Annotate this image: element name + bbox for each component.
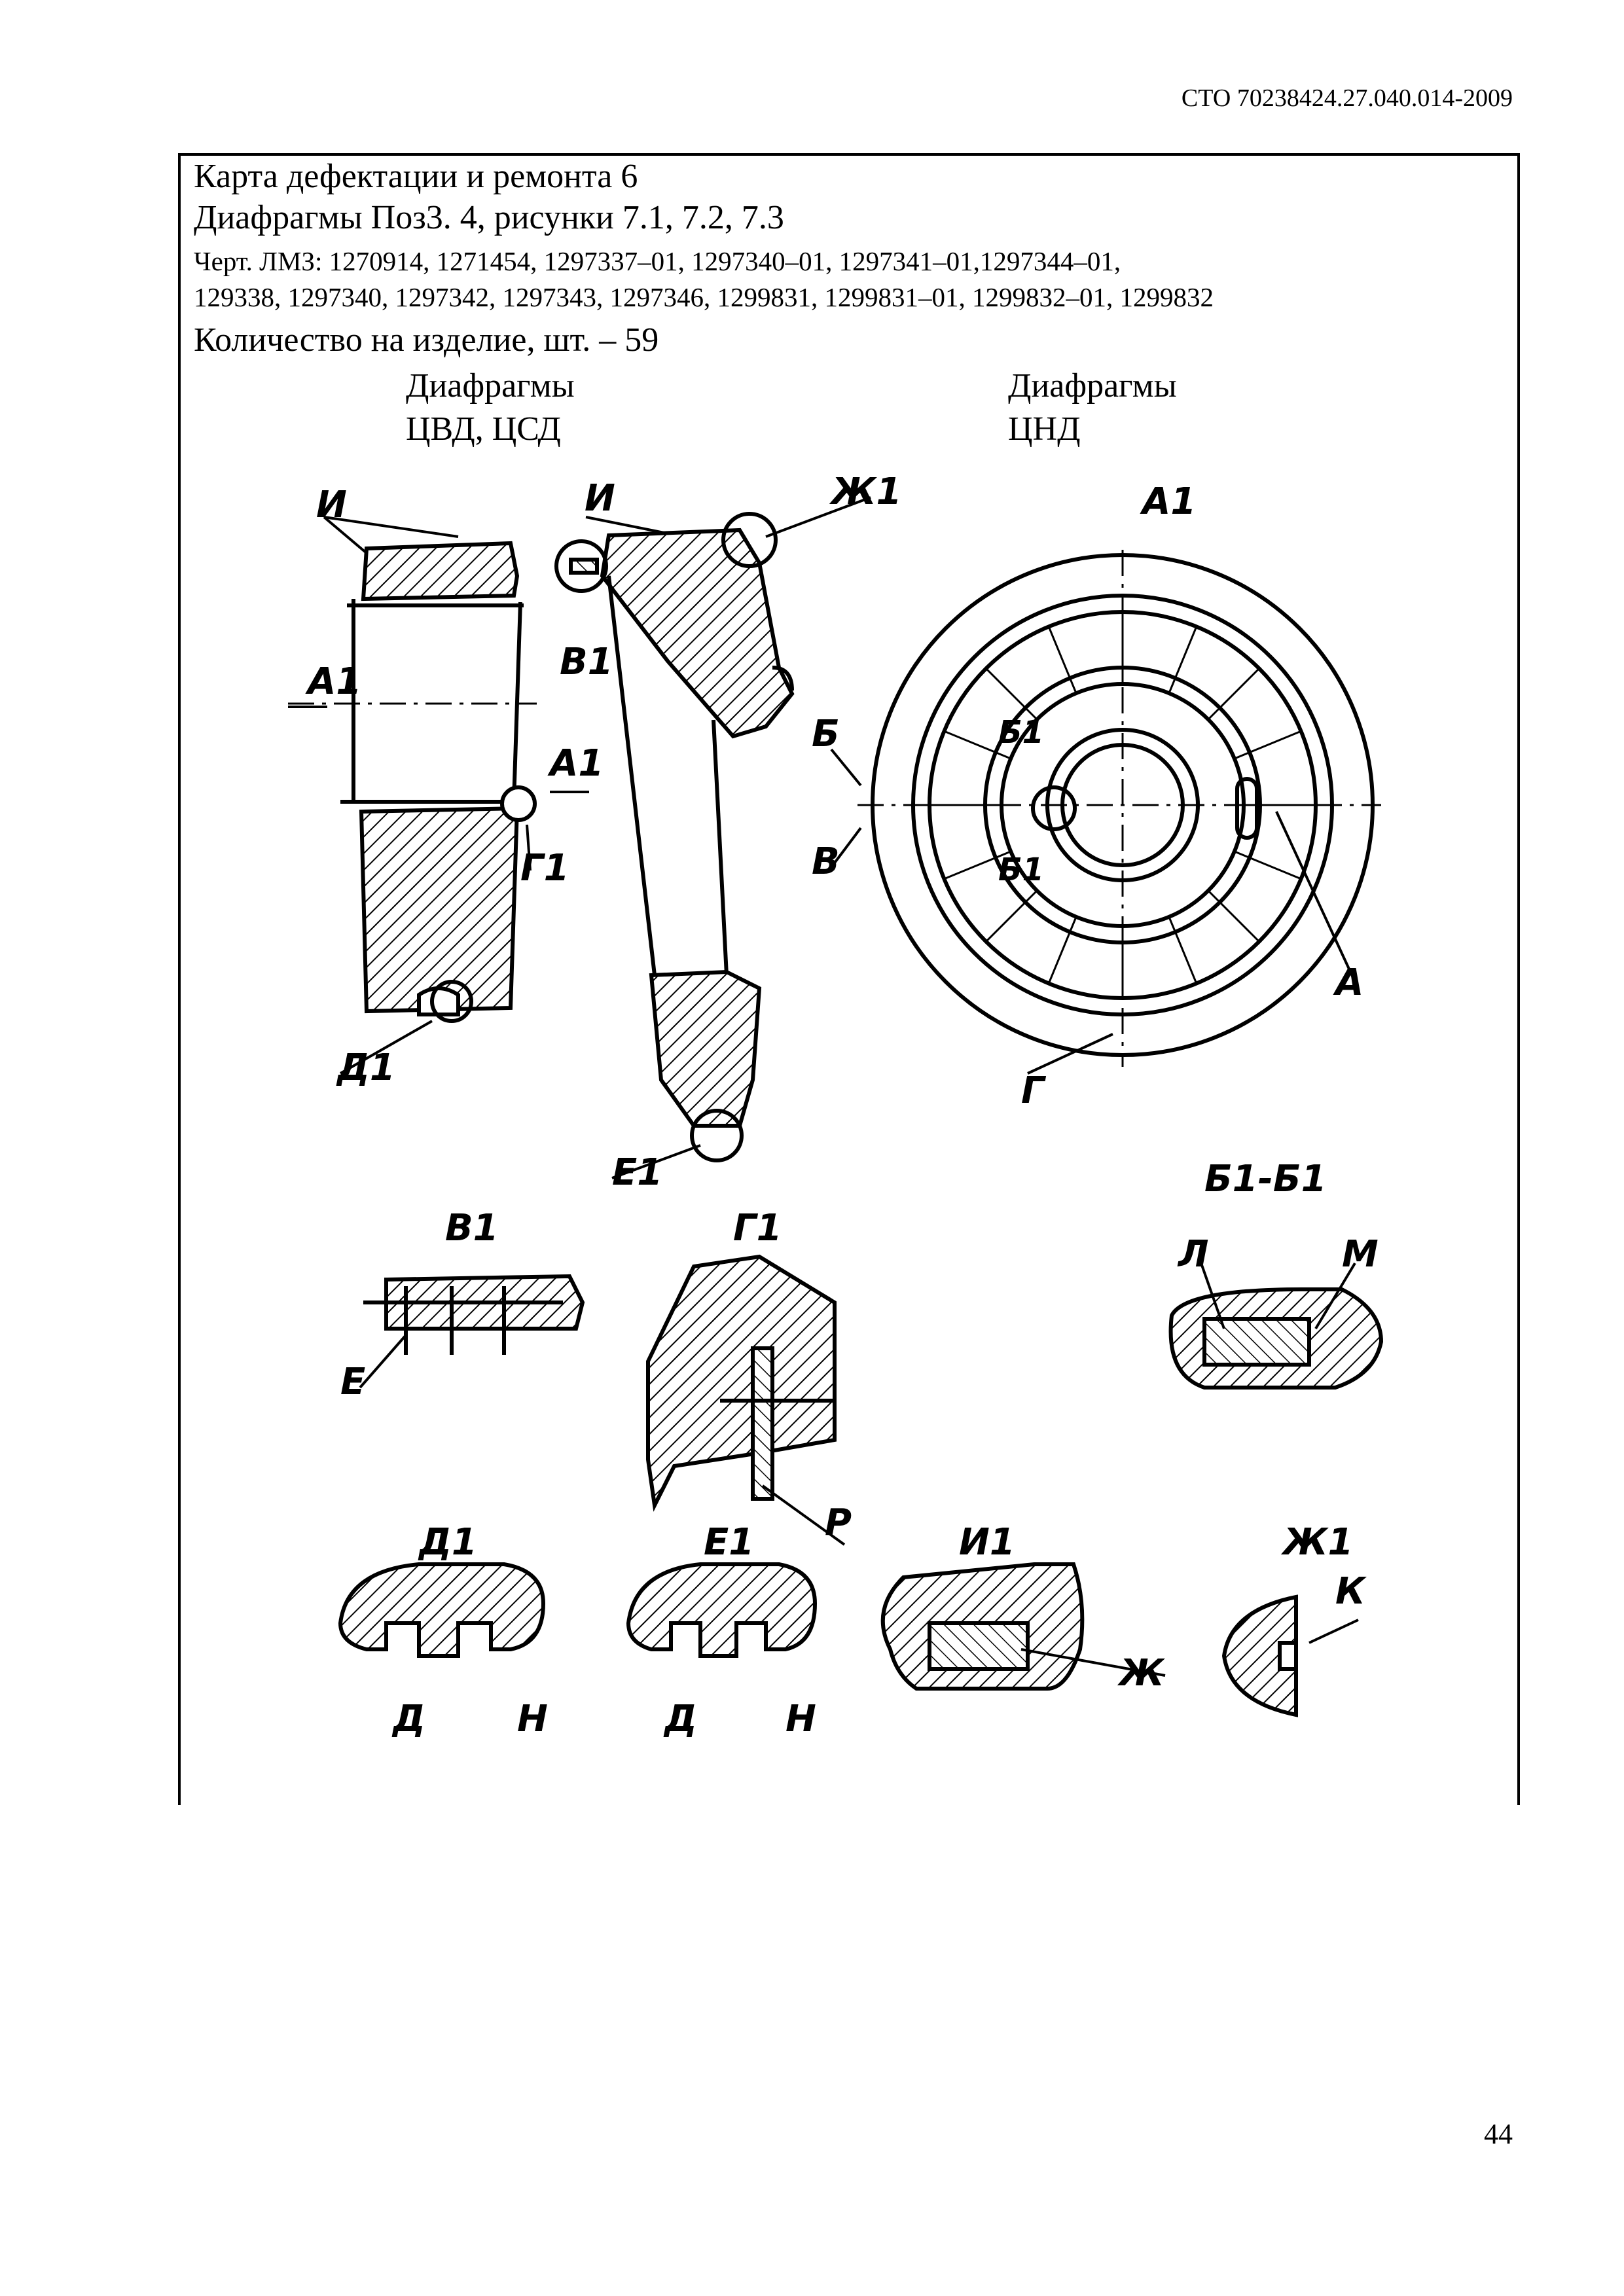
label-v1-detail: В1 bbox=[445, 1207, 499, 1249]
left-heading-2: ЦВД, ЦСД bbox=[406, 410, 561, 448]
label-g1: Г1 bbox=[520, 847, 569, 889]
detail-g1 bbox=[646, 1254, 837, 1512]
defect-card-frame bbox=[178, 153, 1520, 1805]
label-zh: Ж bbox=[1117, 1652, 1165, 1695]
label-e1: Е1 bbox=[612, 1151, 662, 1194]
label-d-e1: Д bbox=[663, 1698, 697, 1740]
detail-b1-b1 bbox=[1168, 1287, 1384, 1390]
label-a1-top: А1 bbox=[1140, 480, 1196, 523]
label-d-d1: Д bbox=[391, 1698, 425, 1740]
label-g1-detail: Г1 bbox=[733, 1207, 782, 1249]
label-i-mid: И bbox=[585, 477, 615, 520]
label-i-left: И bbox=[316, 484, 347, 526]
label-m: М bbox=[1342, 1233, 1379, 1276]
detail-zh1 bbox=[1221, 1594, 1298, 1717]
detail-d1 bbox=[338, 1562, 546, 1658]
label-l: Л bbox=[1177, 1233, 1209, 1276]
left-heading-1: Диафрагмы bbox=[406, 367, 575, 404]
label-a1-right: А1 bbox=[547, 742, 604, 785]
label-e: Е bbox=[340, 1361, 365, 1403]
standard-number: СТО 70238424.27.040.014-2009 bbox=[1181, 84, 1513, 112]
label-r: Р bbox=[825, 1501, 852, 1544]
hp-diaphragm-section bbox=[288, 541, 537, 1023]
label-a1-left: А1 bbox=[305, 660, 361, 703]
lp-diaphragm-front-view bbox=[857, 550, 1381, 1067]
detail-i1 bbox=[880, 1562, 1085, 1691]
right-heading-1: Диафрагмы bbox=[1008, 367, 1177, 404]
label-b1-b1: Б1-Б1 bbox=[1204, 1158, 1327, 1200]
label-b1-upper: Б1 bbox=[998, 714, 1044, 751]
drawings-line-2: 129338, 1297340, 1297342, 1297343, 12973… bbox=[194, 282, 1214, 312]
label-n-d1: Н bbox=[517, 1698, 548, 1740]
label-zh1-detail: Ж1 bbox=[1280, 1521, 1354, 1564]
detail-e1 bbox=[626, 1562, 818, 1658]
label-b1-lower: Б1 bbox=[998, 852, 1044, 888]
label-v1: В1 bbox=[560, 641, 613, 683]
label-n-e1: Н bbox=[785, 1698, 816, 1740]
quantity-line: Количество на изделие, шт. – 59 bbox=[194, 321, 659, 359]
label-zh1: Ж1 bbox=[829, 471, 902, 513]
label-g: Г bbox=[1021, 1069, 1047, 1112]
label-e1-detail: Е1 bbox=[704, 1521, 754, 1564]
label-b: Б bbox=[812, 713, 840, 755]
label-d1: Д1 bbox=[336, 1047, 395, 1089]
drawings-line-1: Черт. ЛМЗ: 1270914, 1271454, 1297337–01,… bbox=[194, 246, 1121, 276]
card-title: Карта дефектации и ремонта 6 bbox=[194, 158, 638, 195]
technical-drawing: И И Ж1 А1 А1 А1 В1 Г1 Д1 Е1 Б В Б1 Б1 А … bbox=[288, 471, 1384, 1740]
label-i1-detail: И1 bbox=[959, 1521, 1015, 1564]
label-a: А bbox=[1333, 961, 1363, 1004]
hp-diaphragm-profile bbox=[554, 512, 795, 1162]
right-heading-2: ЦНД bbox=[1008, 410, 1081, 448]
label-k: К bbox=[1335, 1570, 1367, 1613]
page-number: 44 bbox=[1484, 2118, 1513, 2150]
label-v: В bbox=[812, 840, 840, 883]
card-subtitle: Диафрагмы Поз3. 4, рисунки 7.1, 7.2, 7.3 bbox=[194, 199, 784, 236]
detail-v1 bbox=[363, 1274, 585, 1355]
label-d1-detail: Д1 bbox=[418, 1521, 477, 1564]
